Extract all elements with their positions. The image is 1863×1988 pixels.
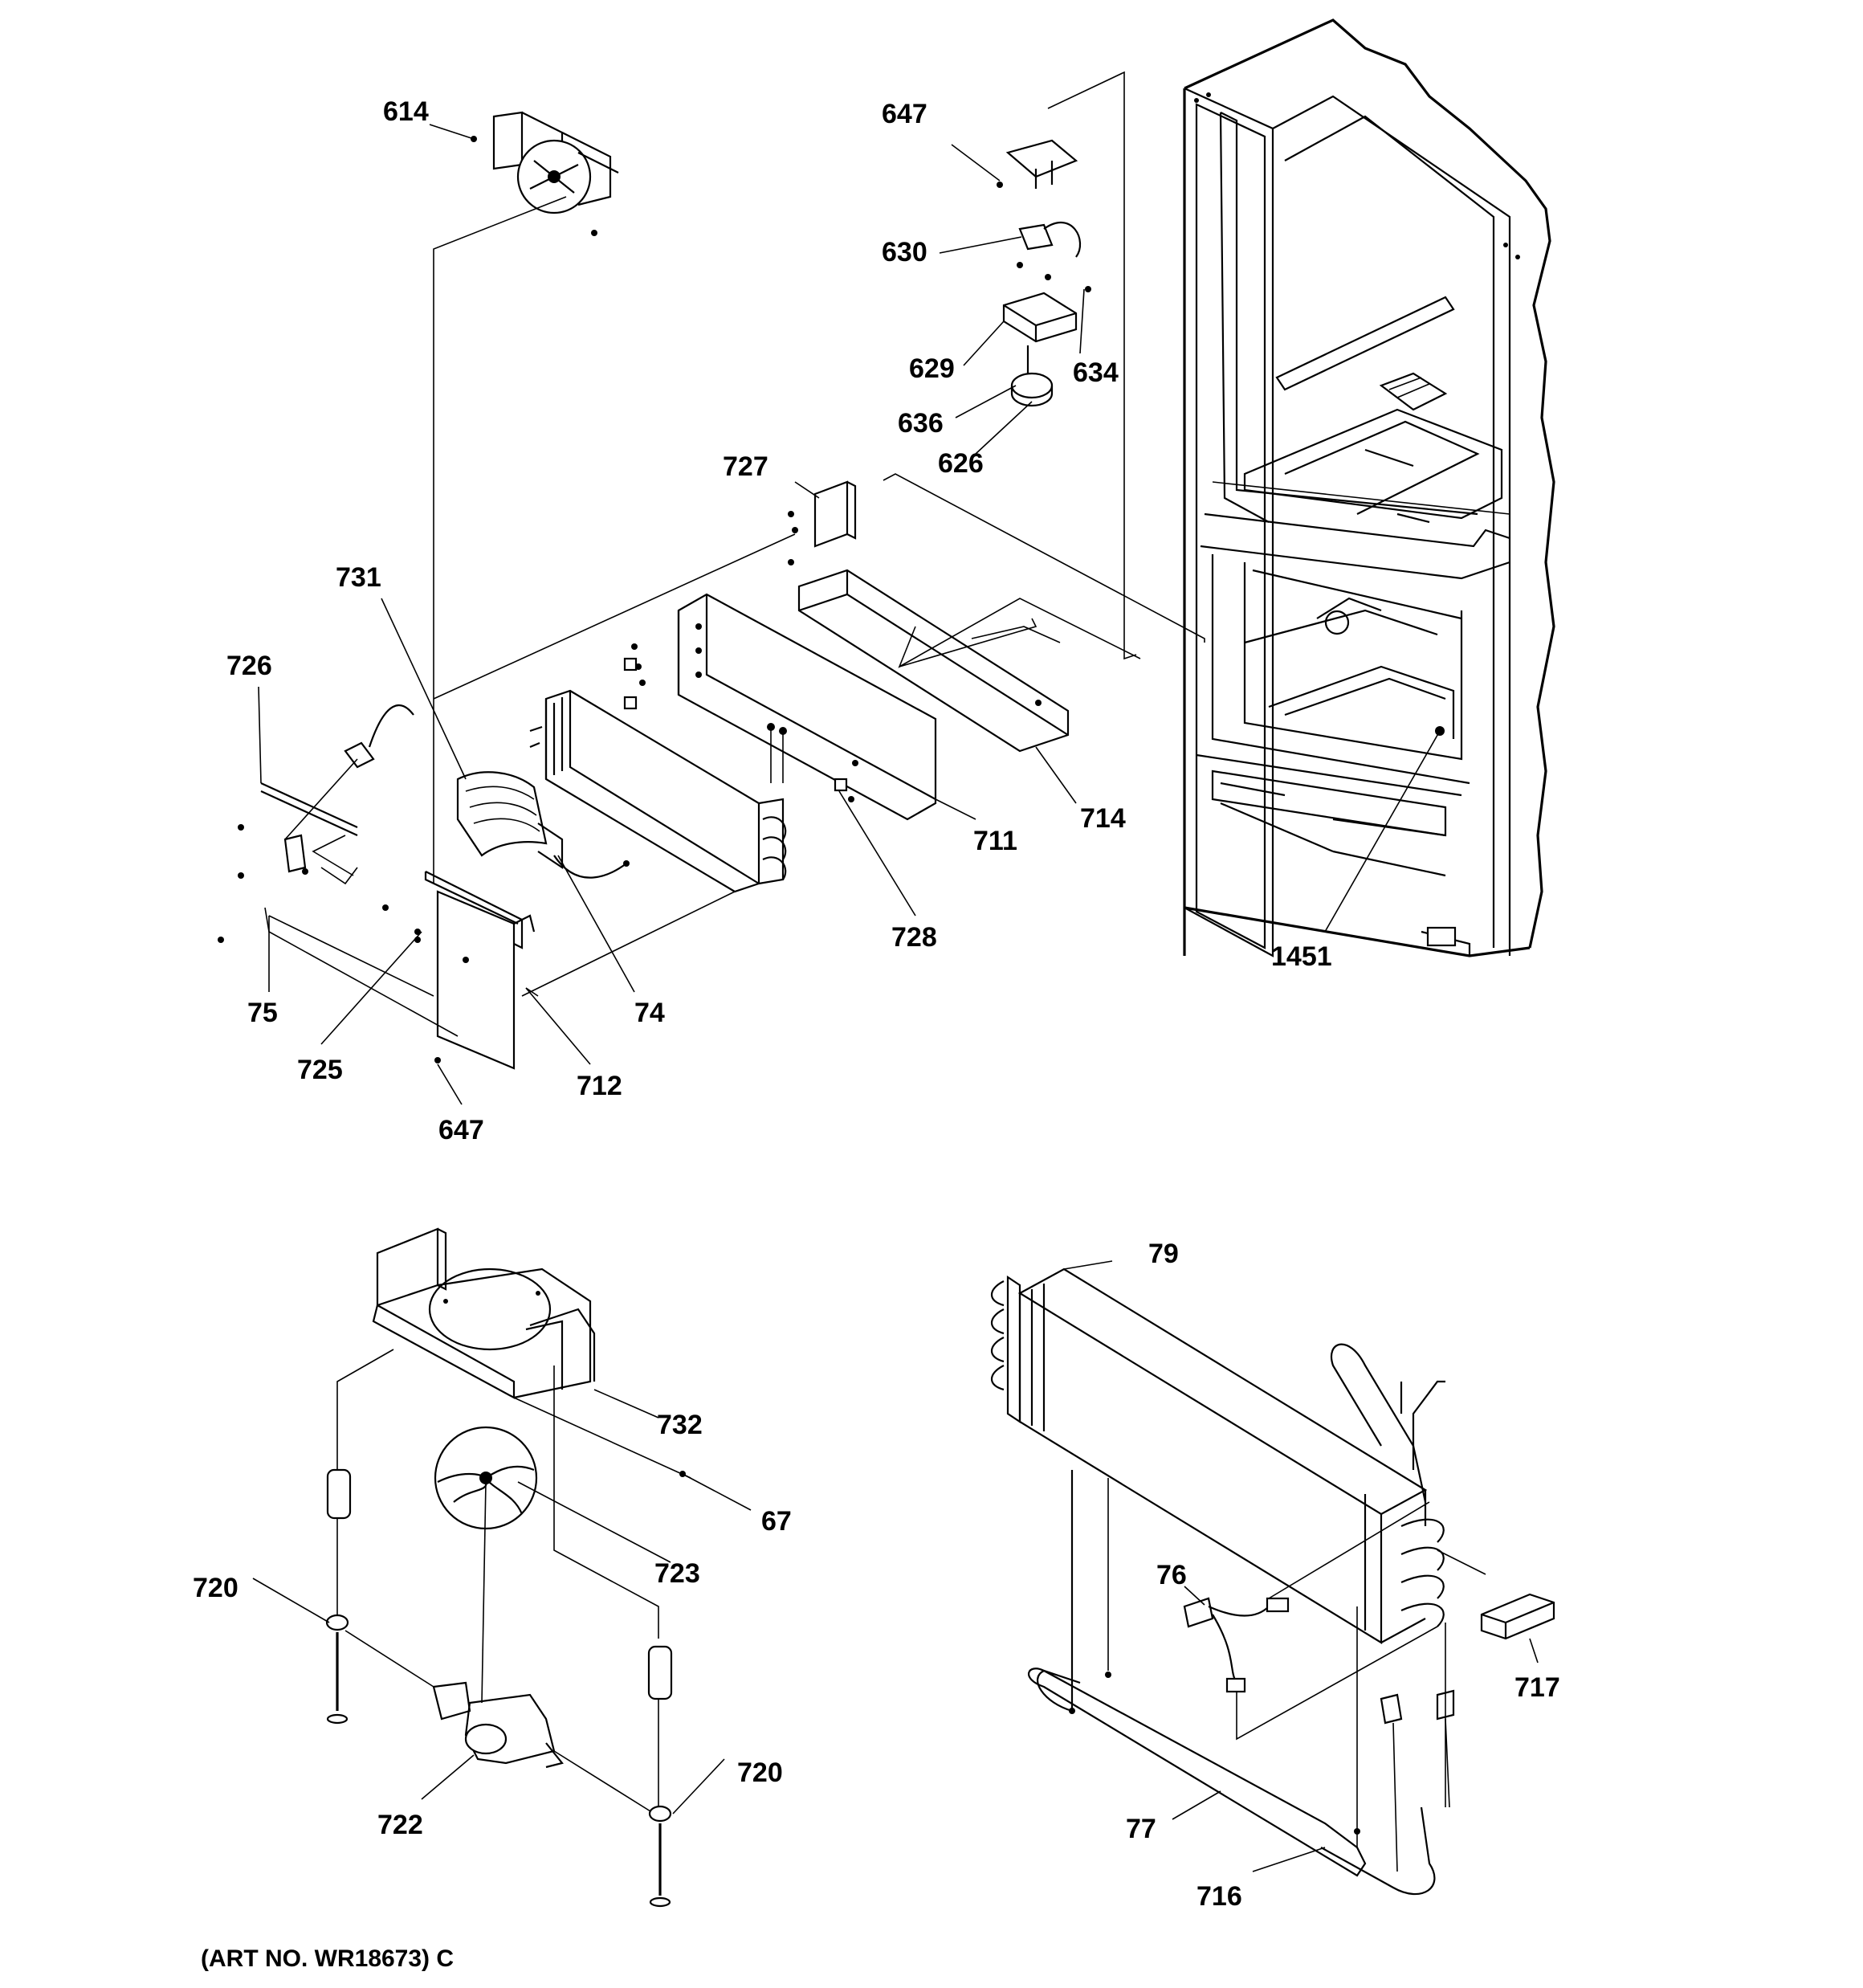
label-720-right: 720 bbox=[737, 1757, 783, 1788]
evaporator-74 bbox=[529, 689, 787, 893]
label-647-top: 647 bbox=[882, 99, 927, 129]
label-630: 630 bbox=[882, 237, 927, 267]
cover-727 bbox=[433, 473, 1205, 700]
art-number: (ART NO. WR18673) C bbox=[201, 1945, 454, 1972]
evaporator-79 bbox=[990, 1268, 1555, 1896]
label-731: 731 bbox=[336, 562, 381, 593]
label-727: 727 bbox=[723, 451, 768, 482]
label-74: 74 bbox=[634, 998, 665, 1028]
label-723: 723 bbox=[654, 1558, 700, 1589]
fan-blade-723 bbox=[434, 1426, 538, 1704]
label-647-bottom: 647 bbox=[438, 1115, 484, 1145]
part-labels: 614 647 630 629 634 636 626 727 731 726 … bbox=[193, 96, 1560, 1972]
label-77: 77 bbox=[1126, 1814, 1156, 1844]
fan-assembly-614 bbox=[433, 111, 619, 884]
heater-731 bbox=[456, 771, 630, 879]
grommets-720 bbox=[325, 1468, 673, 1908]
evaporator-cover-711 bbox=[623, 593, 937, 821]
label-726: 726 bbox=[226, 651, 272, 681]
fan-bracket-732 bbox=[336, 1227, 691, 1639]
label-76: 76 bbox=[1156, 1560, 1187, 1590]
panel-712 bbox=[414, 871, 736, 1070]
label-1451: 1451 bbox=[1271, 941, 1332, 972]
leader-lines bbox=[252, 124, 1539, 1872]
label-716: 716 bbox=[1196, 1881, 1242, 1912]
label-67: 67 bbox=[761, 1506, 792, 1537]
harness-726 bbox=[218, 704, 434, 997]
label-722: 722 bbox=[377, 1810, 423, 1840]
label-711: 711 bbox=[973, 826, 1017, 856]
label-712: 712 bbox=[577, 1071, 622, 1101]
refrigerator-cabinet bbox=[1183, 18, 1555, 957]
label-629: 629 bbox=[909, 353, 955, 384]
label-714: 714 bbox=[1080, 803, 1126, 834]
label-636: 636 bbox=[898, 408, 944, 439]
label-728: 728 bbox=[891, 922, 937, 953]
label-634: 634 bbox=[1073, 357, 1119, 388]
duct-714 bbox=[797, 569, 1141, 753]
label-725: 725 bbox=[297, 1055, 343, 1085]
label-717: 717 bbox=[1514, 1672, 1560, 1703]
label-732: 732 bbox=[657, 1410, 703, 1440]
label-720-left: 720 bbox=[193, 1573, 238, 1603]
damper-control-assembly bbox=[997, 71, 1137, 660]
label-79: 79 bbox=[1148, 1239, 1179, 1269]
label-614: 614 bbox=[383, 96, 429, 127]
label-626: 626 bbox=[938, 448, 984, 479]
fan-motor-722 bbox=[344, 1630, 651, 1812]
label-75: 75 bbox=[247, 998, 278, 1028]
back-panel-75 bbox=[264, 835, 459, 1037]
